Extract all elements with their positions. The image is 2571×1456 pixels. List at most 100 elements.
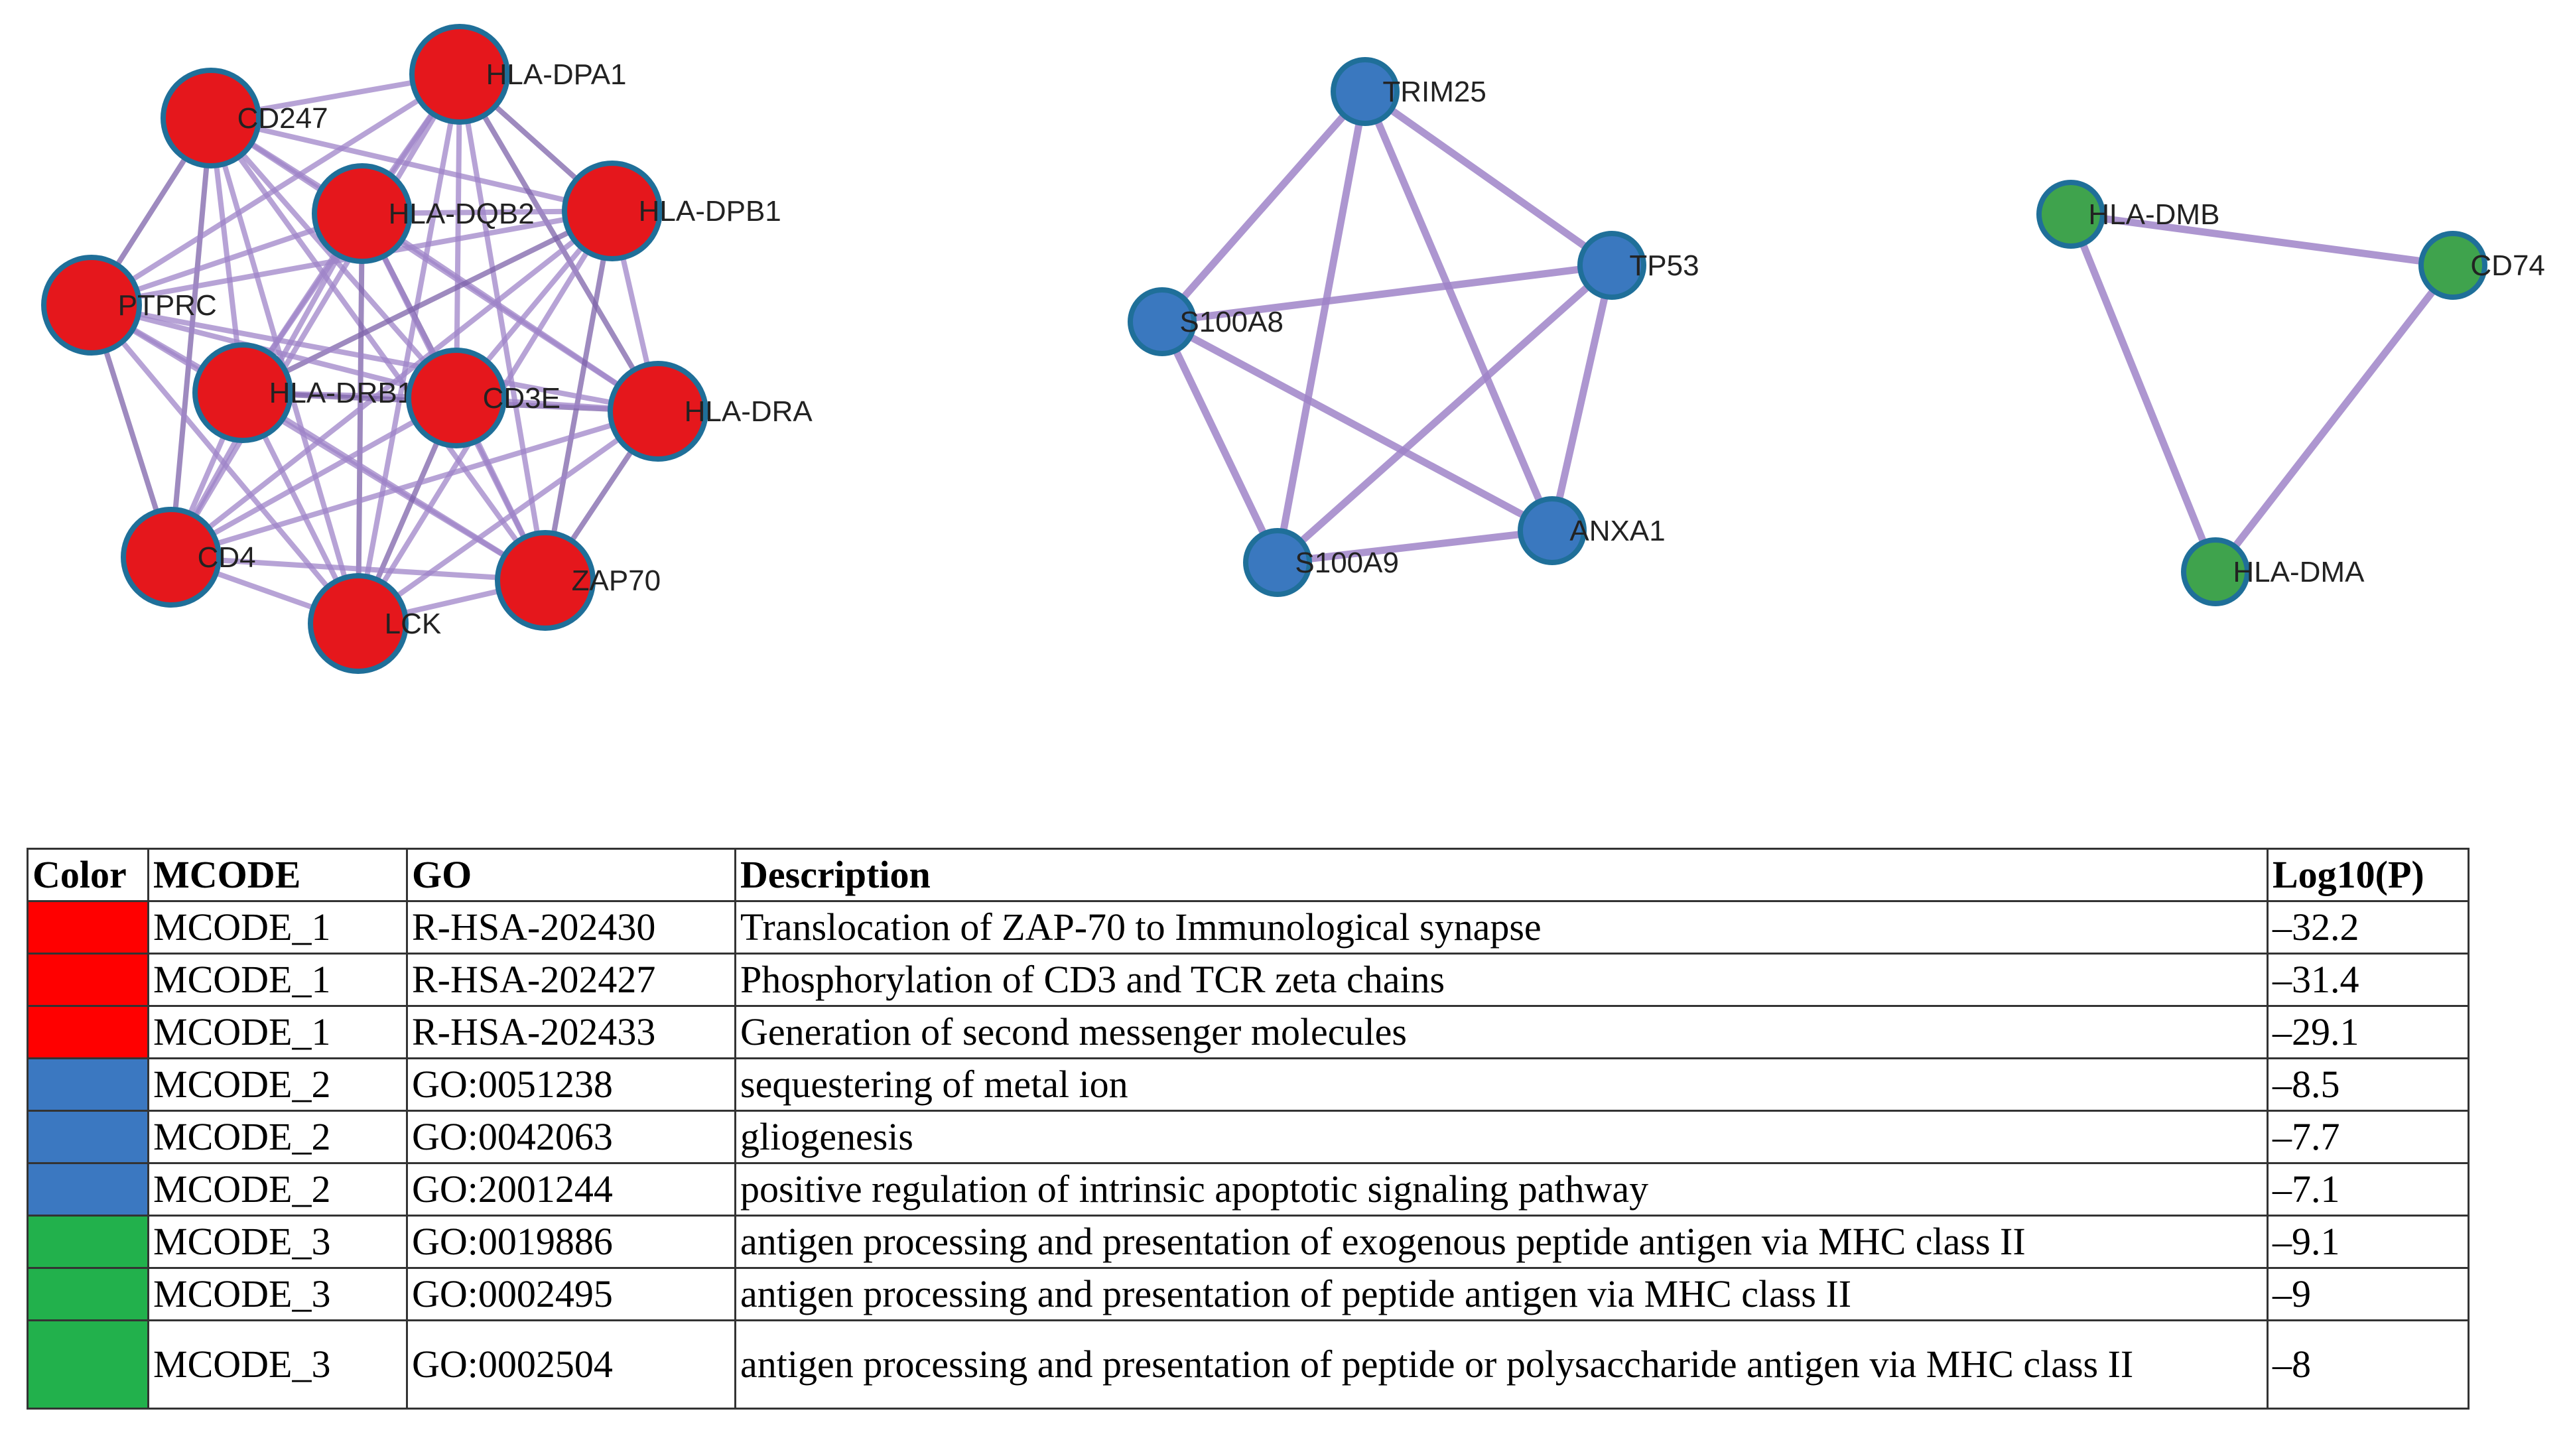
node-label: TRIM25 (1382, 76, 1486, 108)
node-circle (161, 68, 261, 168)
description-cell: positive regulation of intrinsic apoptot… (734, 1162, 2269, 1217)
header-mcode: MCODE (147, 848, 408, 902)
mcode-cell: MCODE_1 (147, 900, 408, 955)
node-circle (2181, 537, 2250, 606)
network-node: TP53 (1577, 231, 1699, 300)
node-label: CD4 (198, 541, 256, 574)
go-id-cell: GO:2001244 (406, 1162, 736, 1217)
mcode-cell: MCODE_1 (147, 1005, 408, 1059)
mcode-cell: MCODE_2 (147, 1162, 408, 1217)
node-label: TP53 (1629, 249, 1699, 282)
log10p-cell: –8.5 (2267, 1057, 2470, 1112)
network-node: LCK (308, 573, 442, 674)
description-cell: antigen processing and presentation of p… (734, 1319, 2269, 1410)
node-circle (2418, 231, 2487, 300)
log10p-cell: –29.1 (2267, 1005, 2470, 1059)
node-label: PTPRC (118, 289, 217, 322)
go-id-cell: R-HSA-202430 (406, 900, 736, 955)
network-node: ZAP70 (495, 530, 661, 631)
log10p-cell: –9 (2267, 1267, 2470, 1321)
network-edge (1361, 88, 1616, 269)
node-label: S100A8 (1179, 306, 1284, 338)
network-edge (168, 409, 661, 560)
network-edge (240, 390, 548, 583)
network-node: PTPRC (41, 255, 217, 356)
network-edge (1158, 318, 1282, 566)
description-cell: Translocation of ZAP-70 to Immunological… (734, 900, 2269, 955)
node-circle (1331, 57, 1400, 126)
network-edge (89, 302, 459, 401)
log10p-cell: –9.1 (2267, 1215, 2470, 1269)
network-edge (2067, 210, 2457, 269)
network-node: HLA-DRA (608, 361, 813, 462)
log10p-cell: –7.1 (2267, 1162, 2470, 1217)
network-edge (356, 211, 365, 626)
node-label: ZAP70 (572, 564, 661, 597)
go-id-cell: GO:0002495 (406, 1267, 736, 1321)
color-swatch (27, 1005, 149, 1059)
network-node: CD4 (121, 507, 256, 608)
go-id-cell: GO:0002504 (406, 1319, 736, 1410)
node-label: LCK (385, 608, 442, 640)
color-swatch (27, 953, 149, 1007)
network-node: HLA-DQB2 (312, 163, 535, 264)
go-id-cell: R-HSA-202433 (406, 1005, 736, 1059)
node-circle (192, 342, 293, 443)
color-swatch (27, 1215, 149, 1269)
network-edge (356, 409, 661, 626)
network-node: HLA-DPA1 (409, 24, 627, 125)
network-edge (208, 115, 615, 214)
network-edge (2067, 210, 2219, 576)
node-label: HLA-DRB1 (269, 377, 414, 409)
network-edge (1361, 88, 1556, 535)
description-cell: Phosphorylation of CD3 and TCR zeta chai… (734, 953, 2269, 1007)
header-log10p: Log10(P) (2267, 848, 2470, 902)
network-edge (168, 395, 459, 560)
network-edge (168, 555, 548, 583)
network-edge (1158, 318, 1556, 535)
node-label: HLA-DRA (685, 395, 813, 428)
node-circle (312, 163, 413, 264)
network-edge (168, 72, 462, 560)
network-edge (2211, 261, 2457, 576)
color-swatch (27, 1110, 149, 1164)
mcode-cell: MCODE_2 (147, 1057, 408, 1112)
go-id-cell: GO:0019886 (406, 1215, 736, 1269)
description-cell: antigen processing and presentation of e… (734, 1215, 2269, 1269)
header-color: Color (27, 848, 149, 902)
network-edge (1548, 261, 1616, 535)
node-label: HLA-DPB1 (639, 195, 781, 228)
mcode-cell: MCODE_1 (147, 953, 408, 1007)
network-edge (89, 302, 661, 414)
network-edge (1158, 261, 1616, 326)
description-cell: sequestering of metal ion (734, 1057, 2269, 1112)
network-edge (168, 115, 214, 560)
color-swatch (27, 900, 149, 955)
node-label: HLA-DMB (2088, 198, 2219, 231)
node-circle (308, 573, 409, 674)
go-id-cell: GO:0051238 (406, 1057, 736, 1112)
header-go: GO (406, 848, 736, 902)
network-edge (1158, 88, 1369, 326)
network-edge (1274, 88, 1369, 566)
node-circle (1243, 528, 1312, 597)
node-label: CD3E (483, 382, 560, 415)
network-node: S100A8 (1128, 287, 1284, 356)
node-circle (121, 507, 222, 608)
network-node: TRIM25 (1331, 57, 1486, 126)
network-node: CD247 (161, 68, 328, 168)
network-node: CD74 (2418, 231, 2545, 300)
node-circle (562, 161, 663, 261)
node-label: HLA-DMA (2233, 556, 2365, 588)
network-node: HLA-DMA (2181, 537, 2365, 606)
node-circle (406, 348, 507, 448)
color-swatch (27, 1267, 149, 1321)
mcode-cell: MCODE_2 (147, 1110, 408, 1164)
